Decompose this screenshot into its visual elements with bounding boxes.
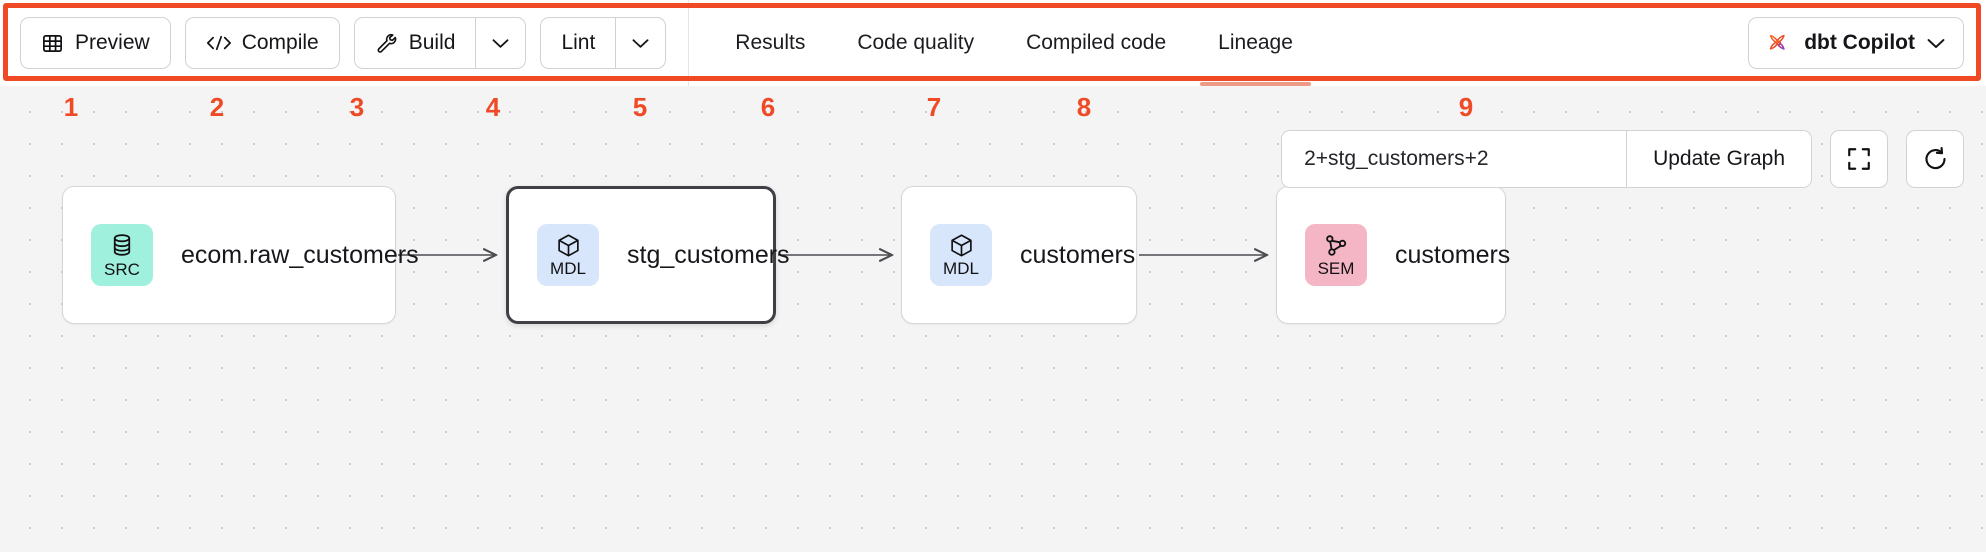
lint-split-button: Lint [540,17,667,69]
update-graph-button[interactable]: Update Graph [1626,131,1811,187]
tab-lineage[interactable]: Lineage [1192,0,1319,86]
lineage-node-customers-model[interactable]: MDL customers [901,186,1137,324]
chevron-down-icon [492,38,509,49]
lineage-graph: SRC ecom.raw_customers MDL stg_customers [0,86,1986,552]
lineage-node-customers-semantic[interactable]: SEM customers [1276,186,1510,324]
preview-button[interactable]: Preview [20,17,171,69]
annotation-marker-3: 3 [349,92,365,122]
graph-controls: Update Graph [1281,130,1964,188]
cube-icon [949,233,974,259]
annotation-marker-5: 5 [632,92,648,122]
build-split-button: Build [353,17,527,69]
build-dropdown-toggle[interactable] [475,18,525,68]
lint-button[interactable]: Lint [541,18,615,68]
chevron-down-icon [632,38,649,49]
tab-results[interactable]: Results [709,0,831,86]
node-badge-mdl: MDL [537,224,599,286]
tab-lineage-label: Lineage [1218,31,1293,54]
tab-compiled-code-label: Compiled code [1026,31,1167,54]
fullscreen-icon [1846,146,1872,172]
lineage-node-label: stg_customers [627,240,790,269]
node-badge-mdl: MDL [930,224,992,286]
compile-button[interactable]: Compile [184,17,340,69]
build-button-label: Build [408,31,456,54]
database-icon [109,233,135,260]
table-icon [41,32,64,55]
tab-results-label: Results [735,31,806,54]
lint-dropdown-toggle[interactable] [615,18,665,68]
preview-button-label: Preview [75,31,150,54]
annotation-marker-6: 6 [760,92,776,122]
node-badge-label: MDL [943,259,979,278]
node-badge-sem: SEM [1305,224,1367,286]
node-badge-label: MDL [550,259,586,278]
node-selector-group: Update Graph [1281,130,1812,188]
lint-button-label: Lint [561,31,596,54]
dbt-copilot-button[interactable]: dbt Copilot [1748,17,1964,69]
toolbar-right-group: dbt Copilot [1748,17,1986,69]
annotation-marker-2: 2 [209,92,225,122]
toolbar-divider [688,0,690,86]
semantic-graph-icon [1323,233,1349,259]
refresh-button[interactable] [1906,130,1964,188]
node-selector-input[interactable] [1282,131,1627,187]
node-badge-label: SEM [1317,259,1355,278]
annotation-marker-1: 1 [63,92,79,122]
chevron-down-icon[interactable] [1927,38,1945,49]
cube-icon [556,233,581,259]
annotation-marker-8: 8 [1076,92,1092,122]
wrench-icon [375,32,398,55]
lineage-node-label: customers [1395,240,1511,269]
tab-compiled-code[interactable]: Compiled code [1000,0,1192,86]
lineage-node-label: ecom.raw_customers [181,240,419,269]
compile-button-label: Compile [241,31,319,54]
annotation-marker-9: 9 [1458,92,1474,122]
build-button[interactable]: Build [355,18,476,68]
refresh-icon [1922,146,1949,173]
annotation-marker-7: 7 [926,92,942,122]
top-toolbar: Preview Compile [0,0,1986,86]
dbt-copilot-icon [1765,30,1792,57]
lineage-node-ecom-raw-customers[interactable]: SRC ecom.raw_customers [62,186,419,324]
code-icon [206,33,231,53]
node-badge-src: SRC [91,224,153,286]
tab-code-quality-label: Code quality [857,31,975,54]
result-tabs: Results Code quality Compiled code Linea… [709,0,1319,86]
lineage-node-stg-customers[interactable]: MDL stg_customers [506,186,790,324]
dbt-copilot-label: dbt Copilot [1804,31,1915,54]
tab-code-quality[interactable]: Code quality [831,0,1000,86]
lineage-node-label: customers [1020,240,1136,269]
node-badge-label: SRC [104,259,140,279]
annotation-marker-4: 4 [485,92,501,122]
fullscreen-button[interactable] [1830,130,1888,188]
toolbar-action-buttons: Preview Compile [0,0,667,86]
update-graph-button-label: Update Graph [1653,147,1785,170]
